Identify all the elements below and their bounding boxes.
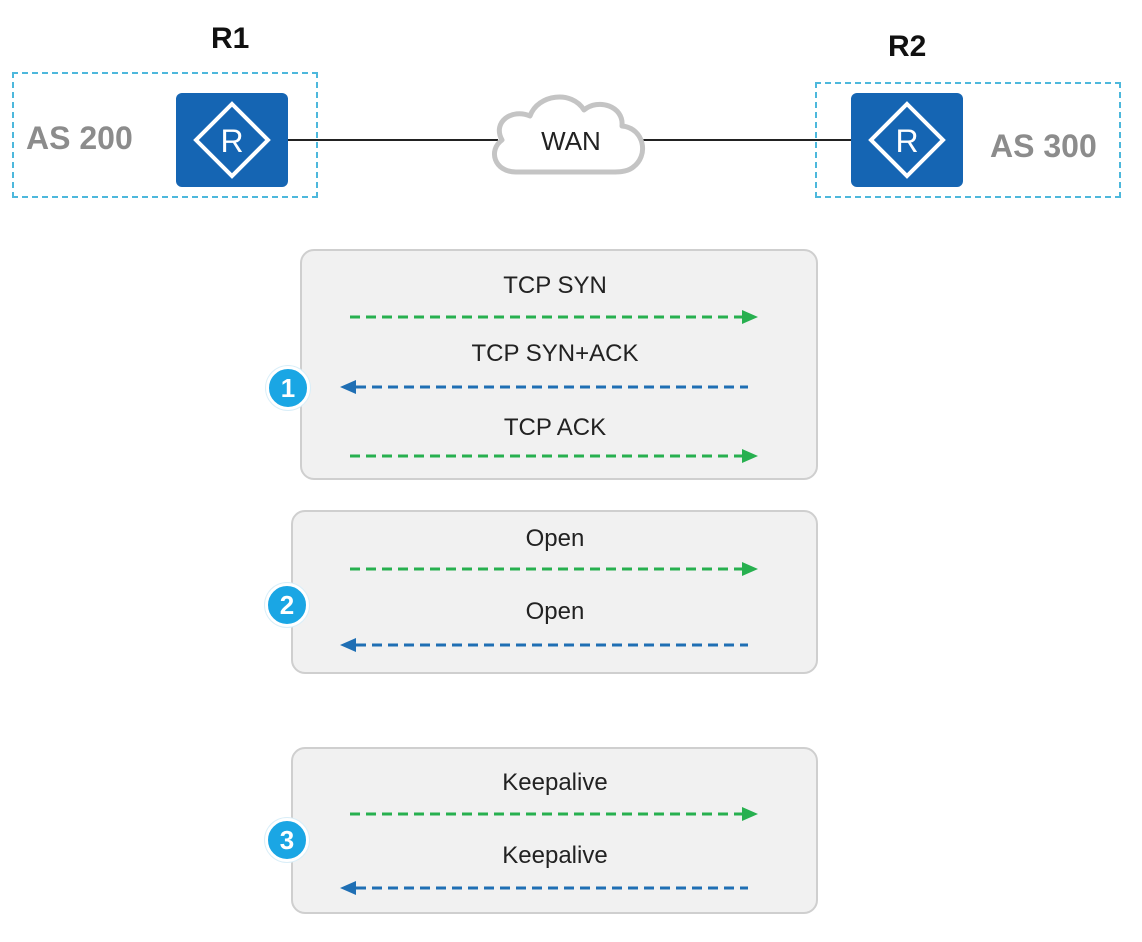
arrow-right-icon: [350, 310, 758, 324]
wan-label: WAN: [541, 126, 601, 156]
router-r1-icon: R: [176, 93, 288, 187]
link-wan-r2: [642, 139, 852, 141]
arrow-right-icon: [350, 449, 758, 463]
message-label: Keepalive: [502, 842, 608, 869]
message-label: TCP SYN+ACK: [471, 340, 639, 367]
message-label: TCP SYN: [503, 272, 607, 299]
message-label: Keepalive: [502, 769, 608, 796]
as200-boundary: [12, 72, 318, 198]
arrow-left-icon: [340, 881, 748, 895]
router-r1-glyph: R: [220, 123, 243, 159]
message-label: Open: [525, 525, 585, 552]
arrow-right-icon: [350, 807, 758, 821]
step-2-badge: 2: [265, 583, 309, 627]
step-2-panel: [291, 510, 818, 674]
message-label: Open: [525, 598, 585, 625]
as300-label: AS 300: [990, 128, 1097, 164]
step-1-panel: [300, 249, 818, 480]
router-diamond-icon: R: [193, 101, 271, 179]
as200-label: AS 200: [26, 120, 133, 156]
arrow-left-icon: [340, 638, 748, 652]
arrow-right-icon: [350, 562, 758, 576]
arrow-left-icon: [340, 380, 748, 394]
r1-name: R1: [211, 22, 250, 55]
step-3-badge: 3: [265, 818, 309, 862]
r2-name: R2: [888, 30, 927, 63]
router-diamond-icon: R: [868, 101, 946, 179]
router-r2-glyph: R: [895, 123, 918, 159]
link-r1-wan: [288, 139, 498, 141]
step-3-panel: [291, 747, 818, 914]
wan-cloud-icon: [491, 94, 645, 175]
step-1-badge: 1: [266, 366, 310, 410]
message-label: TCP ACK: [503, 414, 607, 441]
router-r2-icon: R: [851, 93, 963, 187]
